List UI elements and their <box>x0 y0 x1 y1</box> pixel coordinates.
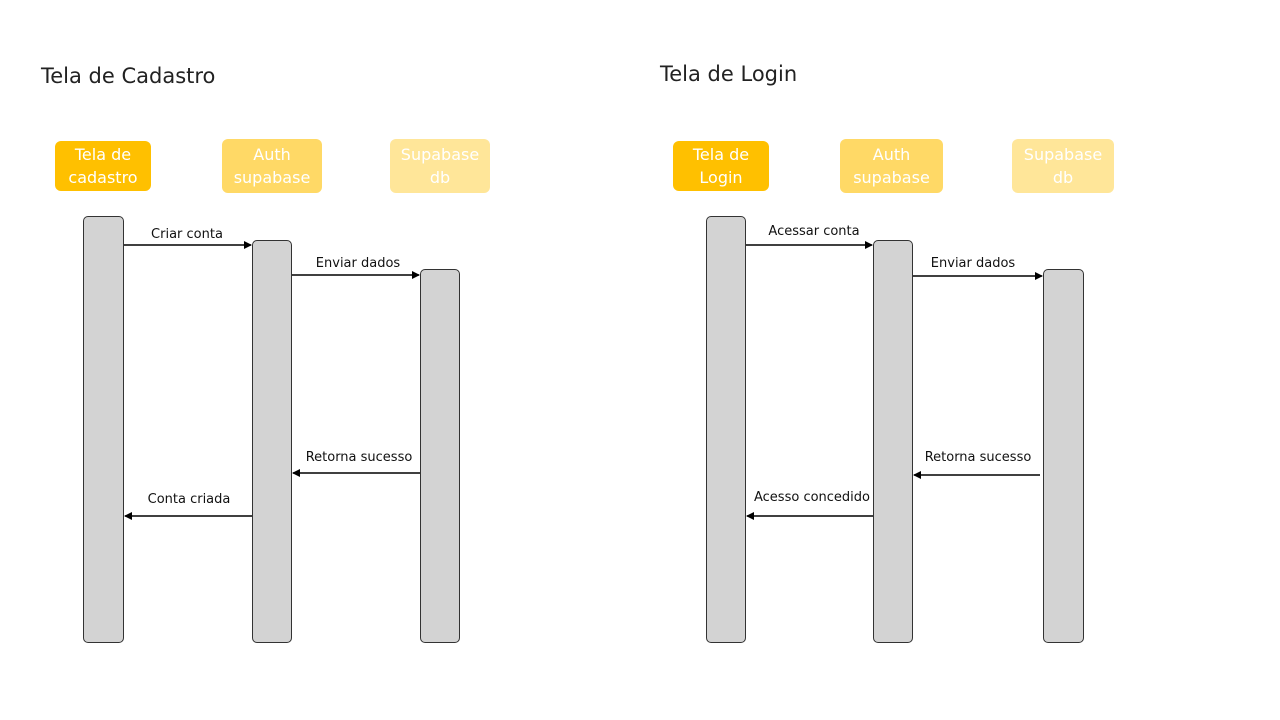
diagram-title-login: Tela de Login <box>660 62 798 86</box>
participant-label-line2: db <box>1052 168 1074 187</box>
message-label-acessar-conta: Acessar conta <box>768 224 860 239</box>
participant-label-line1: Tela de <box>692 145 750 164</box>
message-label-retorna-sucesso: Retorna sucesso <box>924 450 1032 465</box>
lifeline-supabase-db <box>1043 269 1084 643</box>
message-label-enviar-dados: Enviar dados <box>315 256 401 271</box>
participant-auth-supabase: Auth supabase <box>222 139 322 193</box>
participant-label-line2: db <box>429 168 451 187</box>
message-label-enviar-dados: Enviar dados <box>930 256 1016 271</box>
lifeline-supabase-db <box>420 269 460 643</box>
message-label-acesso-concedido: Acesso concedido <box>754 490 870 505</box>
message-label-criar-conta: Criar conta <box>151 227 223 242</box>
participant-label-line1: Auth <box>872 145 911 164</box>
message-label-conta-criada: Conta criada <box>147 492 231 507</box>
participant-supabase-db: Supabase db <box>1012 139 1114 193</box>
participant-label-line1: Tela de <box>74 145 132 164</box>
participant-label-line2: supabase <box>853 168 930 187</box>
participant-label-line1: Auth <box>253 145 291 164</box>
participant-label-line2: supabase <box>233 168 311 187</box>
participant-label-line2: cadastro <box>68 168 138 187</box>
diagram-title-cadastro: Tela de Cadastro <box>41 64 216 88</box>
lifeline-auth-supabase <box>873 240 913 643</box>
lifeline-auth-supabase <box>252 240 292 643</box>
lifeline-tela-cadastro <box>83 216 124 643</box>
participant-label-line1: Supabase <box>400 145 480 164</box>
message-label-retorna-sucesso: Retorna sucesso <box>305 450 413 465</box>
participant-auth-supabase: Auth supabase <box>840 139 943 193</box>
participant-label-line1: Supabase <box>1023 145 1103 164</box>
participant-supabase-db: Supabase db <box>390 139 490 193</box>
participant-tela-cadastro: Tela de cadastro <box>55 141 151 191</box>
participant-tela-login: Tela de Login <box>673 141 769 191</box>
participant-label-line2: Login <box>699 168 743 187</box>
lifeline-tela-login <box>706 216 746 643</box>
